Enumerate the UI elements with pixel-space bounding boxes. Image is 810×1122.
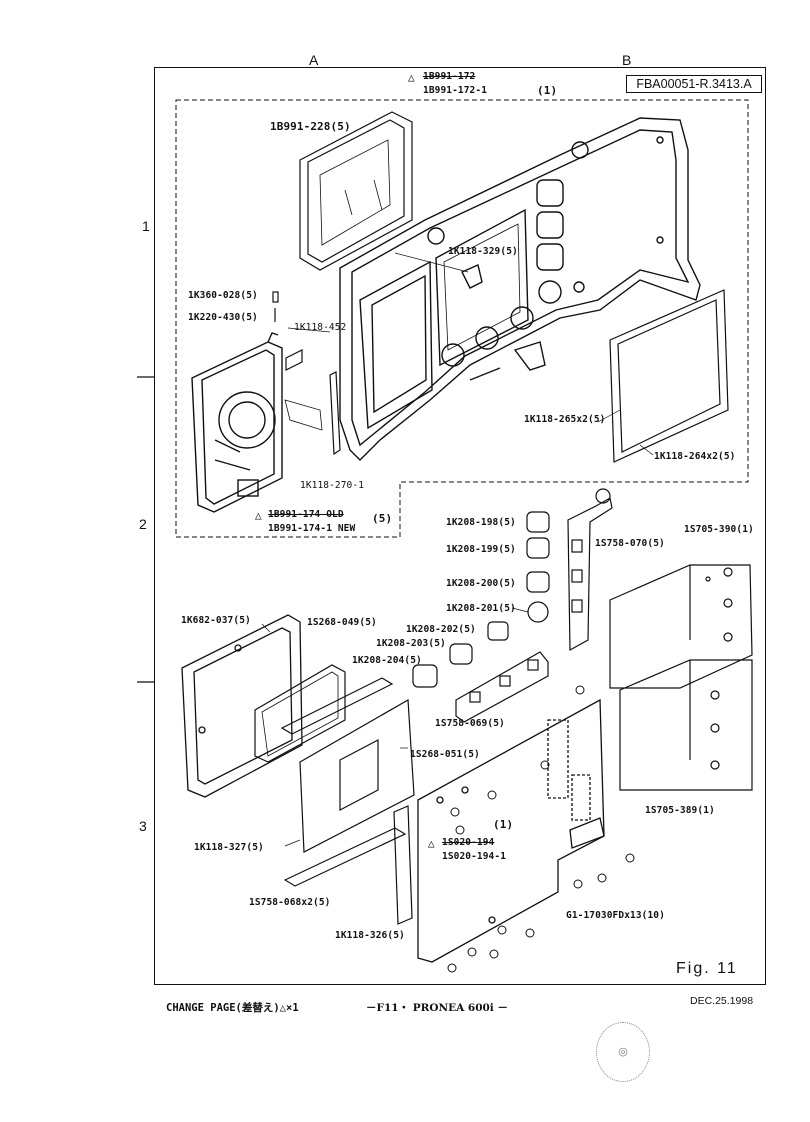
shield-plate-part xyxy=(609,564,753,791)
circuit-board-part xyxy=(417,698,605,963)
part-label: 1K360-028(5) xyxy=(188,290,258,301)
part-revision-mark: △ xyxy=(428,837,435,850)
drawing-frame xyxy=(154,67,766,985)
part-label: 1S705-389(1) xyxy=(645,805,715,816)
part-label-old: 1B991-174 OLD xyxy=(268,509,344,520)
part-label: 1K118-265x2(5) xyxy=(524,414,606,425)
side-door-part xyxy=(191,332,283,513)
figure-number: Fig. 11 xyxy=(676,960,738,977)
part-label: 1K118-270-1 xyxy=(300,480,365,491)
part-label: 1K220-430(5) xyxy=(188,312,258,323)
header-quantity: (1) xyxy=(537,84,558,97)
part-label: 1K208-203(5) xyxy=(376,638,446,649)
part-label-new: 1S020-194-1 xyxy=(442,851,507,862)
grid-col-a: A xyxy=(309,52,319,68)
part-label: 1S268-049(5) xyxy=(307,617,377,628)
part-label: 1K208-201(5) xyxy=(446,603,516,614)
part-label-new: 1B991-174-1 NEW xyxy=(268,523,356,534)
part-revision-mark: △ xyxy=(255,509,262,522)
rubber-window-part xyxy=(609,289,729,463)
part-label: 1K682-037(5) xyxy=(181,615,251,626)
part-label: 1K208-198(5) xyxy=(446,517,516,528)
part-quantity: (5) xyxy=(372,512,393,525)
button-set-part xyxy=(412,511,550,688)
header-old-part: 1B991-172 xyxy=(423,71,476,82)
screws xyxy=(447,685,635,973)
part-label: 1K118-264x2(5) xyxy=(654,451,736,462)
grid-row-3: 3 xyxy=(139,818,147,834)
page-number: －F11・ PRONEA 600i － xyxy=(366,1002,508,1014)
part-quantity: (1) xyxy=(493,818,514,831)
rear-cover-part xyxy=(339,117,701,461)
part-label: 1K208-202(5) xyxy=(406,624,476,635)
part-label: 1K208-199(5) xyxy=(446,544,516,555)
part-label-old: 1S020-194 xyxy=(442,837,495,848)
part-label: 1K208-204(5) xyxy=(352,655,422,666)
document-number: FBA00051-R.3413.A xyxy=(626,75,762,93)
part-label: 1K118-327(5) xyxy=(194,842,264,853)
part-label: 1S758-068x2(5) xyxy=(249,897,331,908)
part-label: 1S758-070(5) xyxy=(595,538,665,549)
part-label: 1K118-329(5) xyxy=(448,246,518,257)
part-label: 1K208-200(5) xyxy=(446,578,516,589)
lcd-frame-part xyxy=(181,614,303,798)
part-label: 1S268-051(5) xyxy=(410,749,480,760)
header-new-part: 1B991-172-1 xyxy=(423,85,488,96)
grid-row-2: 2 xyxy=(139,516,147,532)
part-label: 1B991-228(5) xyxy=(270,120,351,133)
approval-stamp: ◎ xyxy=(596,1022,650,1082)
date: DEC.25.1998 xyxy=(690,995,754,1007)
header-revision-mark: △ xyxy=(408,71,415,84)
grid-col-b: B xyxy=(622,52,632,68)
part-label: G1-17030FDx13(10) xyxy=(566,910,665,921)
part-label: 1K118-452 xyxy=(294,322,347,333)
lcd-window-part xyxy=(299,111,413,271)
part-label: 1S705-390(1) xyxy=(684,524,754,535)
part-label: 1K118-326(5) xyxy=(335,930,405,941)
change-page-note: CHANGE PAGE(差替え)△×1 xyxy=(166,1002,299,1014)
grid-row-1: 1 xyxy=(142,218,150,234)
part-label: 1S758-069(5) xyxy=(435,718,505,729)
